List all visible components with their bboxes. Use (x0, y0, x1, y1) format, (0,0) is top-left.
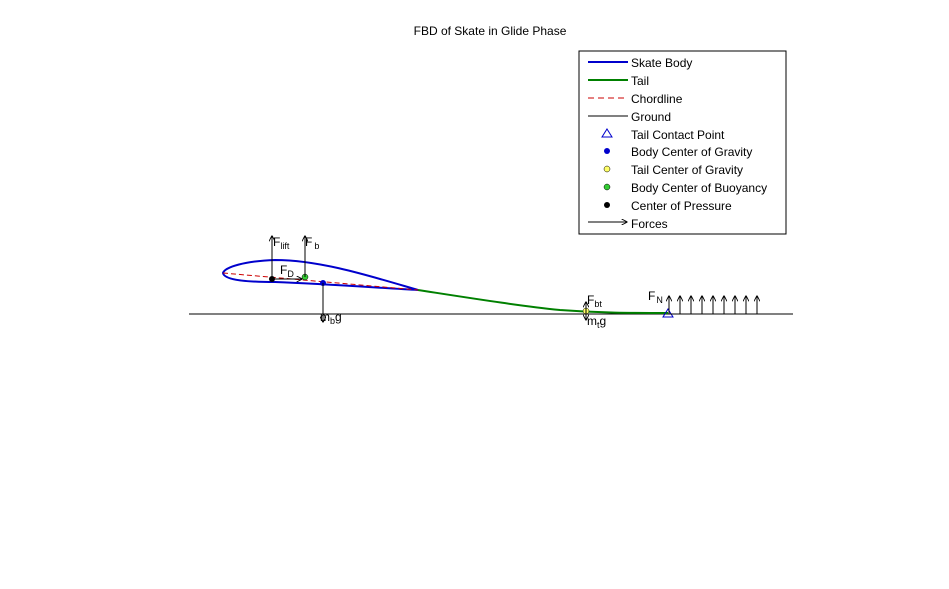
legend: Skate Body Tail Chordline Ground Tail Co… (578, 50, 787, 235)
drag-force-label: FD (280, 263, 294, 279)
legend-label-body-cg: Body Center of Gravity (631, 145, 752, 159)
legend-label-tail-cg: Tail Center of Gravity (631, 163, 743, 177)
tail-buoyancy-label: Fbt (587, 293, 602, 309)
legend-label-skate-body: Skate Body (631, 56, 692, 70)
tail-weight-label: mtg (587, 314, 606, 330)
tail-contact-point-icon (662, 308, 674, 318)
skate-body (221, 258, 419, 291)
tail-curve (417, 289, 669, 314)
normal-force-arrows (669, 296, 757, 315)
black-dot-icon (604, 202, 610, 208)
body-weight-label: mbg (320, 310, 342, 326)
legend-label-tail: Tail (631, 74, 649, 88)
legend-box (578, 50, 787, 235)
yellow-dot-icon (603, 165, 611, 173)
green-dot-icon (603, 183, 611, 191)
triangle-icon (601, 128, 613, 138)
legend-label-center-of-pressure: Center of Pressure (631, 199, 732, 213)
legend-label-ground: Ground (631, 110, 671, 124)
legend-label-chordline: Chordline (631, 92, 683, 106)
lift-force-label: Flift (273, 235, 290, 251)
legend-label-forces: Forces (631, 217, 668, 231)
legend-label-body-buoyancy: Body Center of Buoyancy (631, 181, 767, 195)
figure-title: FBD of Skate in Glide Phase (414, 24, 567, 38)
normal-force-label: FN (648, 289, 663, 305)
blue-dot-icon (604, 148, 610, 154)
legend-label-tail-contact-point: Tail Contact Point (631, 128, 725, 142)
